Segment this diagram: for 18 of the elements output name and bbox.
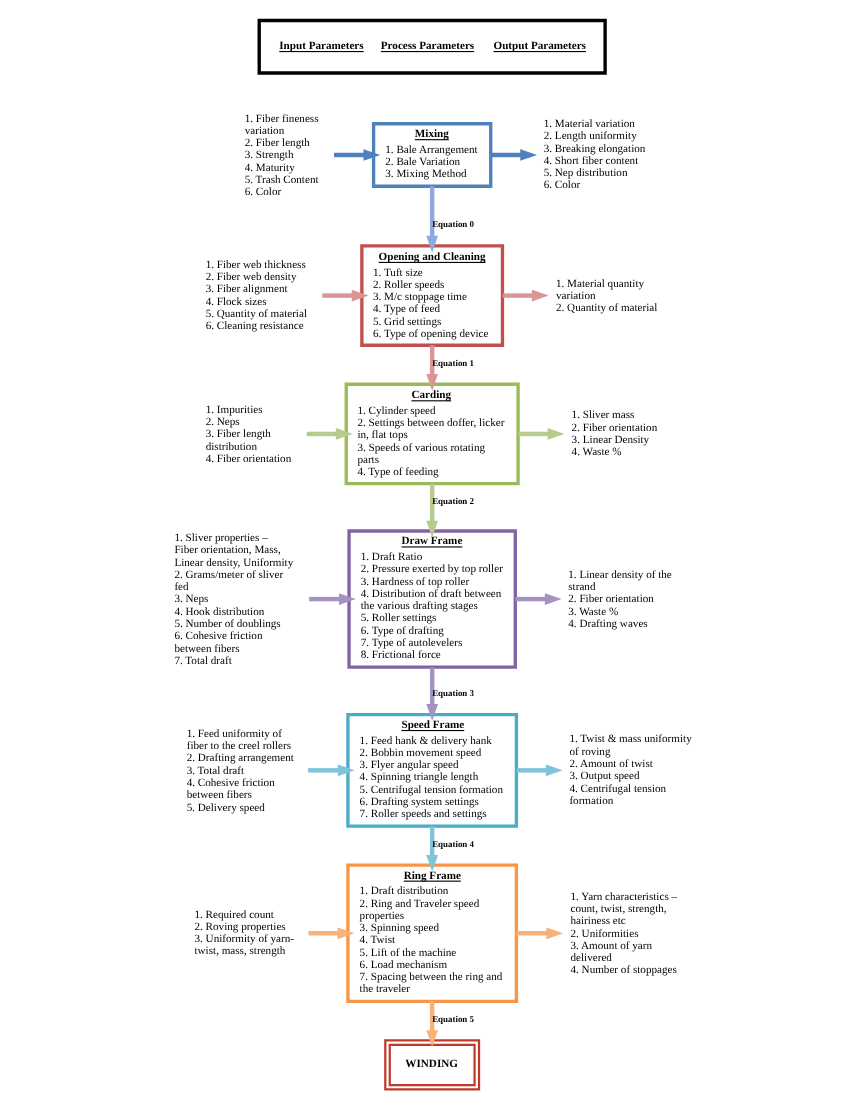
arrow	[426, 667, 439, 721]
arrow	[518, 428, 565, 440]
arrow	[516, 764, 563, 777]
arrow	[309, 593, 356, 605]
arrow	[334, 149, 381, 161]
arrow	[502, 289, 549, 302]
arrow	[426, 826, 439, 872]
arrow	[322, 289, 369, 302]
arrow	[426, 186, 439, 253]
arrow	[426, 483, 439, 538]
arrow	[516, 927, 564, 940]
arrow	[490, 149, 538, 161]
arrow	[308, 927, 355, 940]
arrow	[306, 428, 353, 440]
arrow	[308, 764, 355, 777]
arrow	[515, 593, 562, 605]
arrow	[426, 1001, 439, 1047]
arrow	[426, 345, 439, 391]
